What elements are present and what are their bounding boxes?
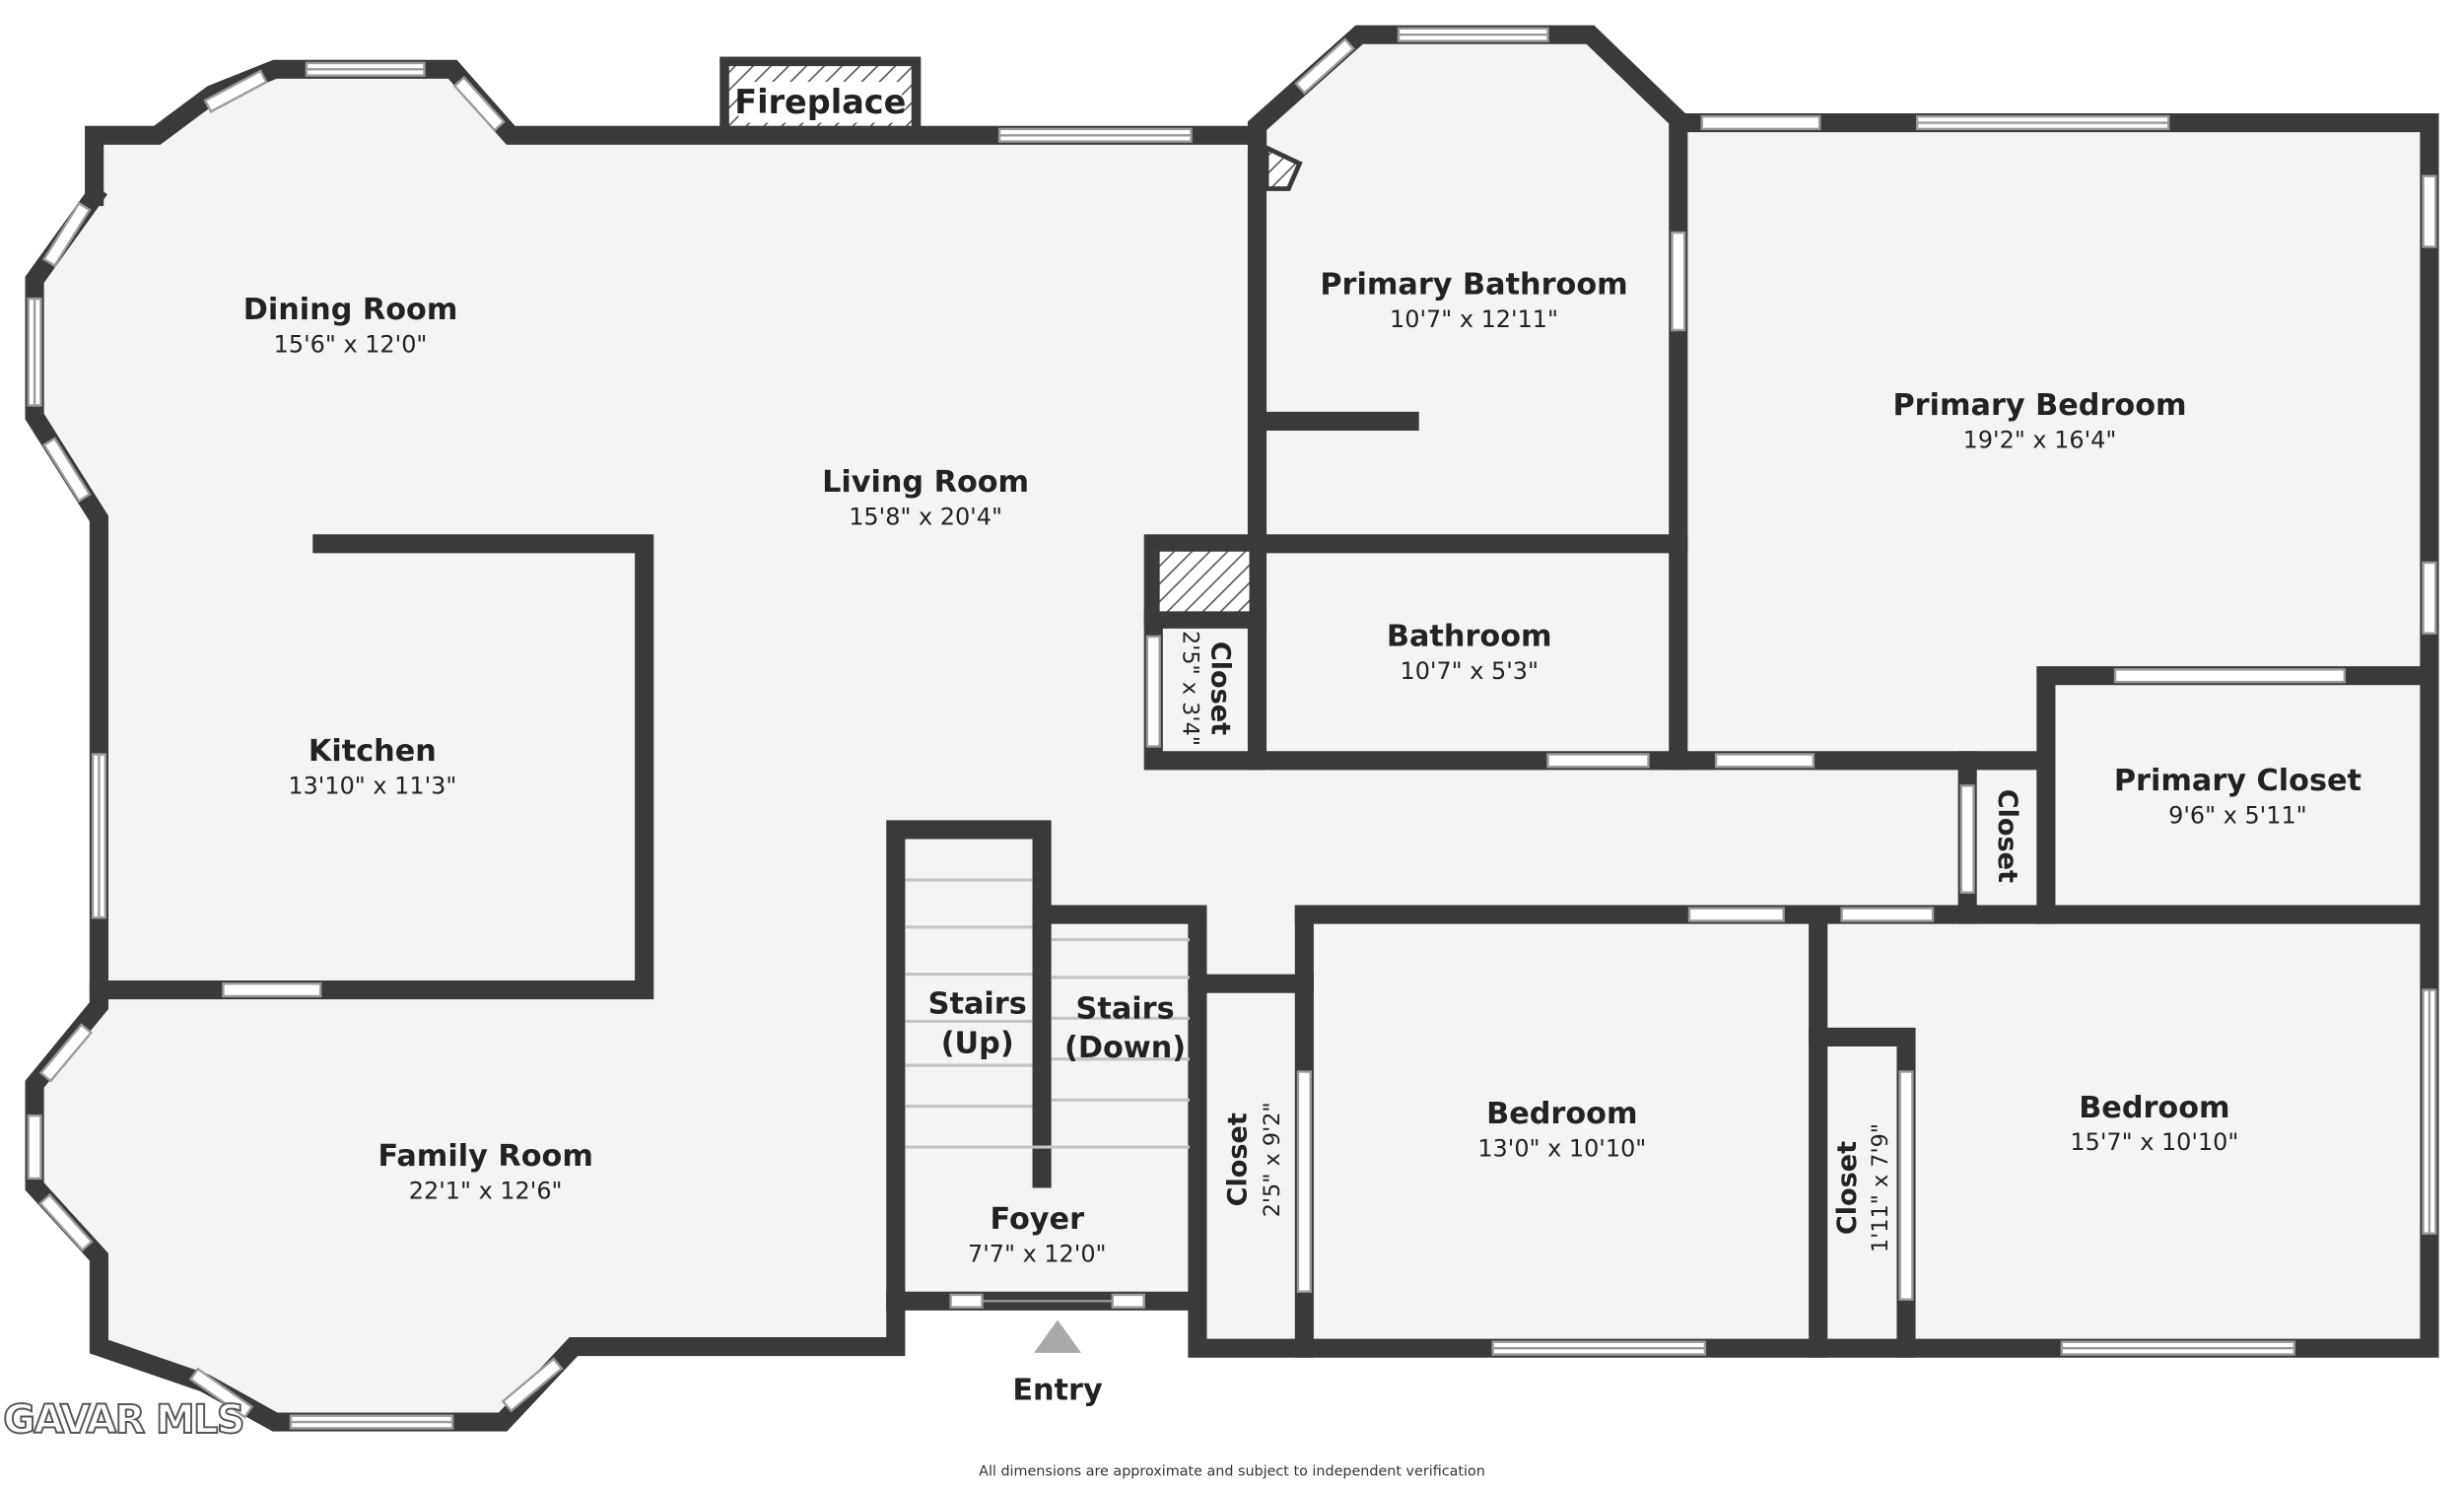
- stairs-up-line1: Stairs: [928, 987, 1027, 1022]
- bedroom-mid-name: Bedroom: [1486, 1097, 1637, 1131]
- primary-bathroom-dim: 10'7" x 12'11": [1390, 305, 1558, 333]
- stairs-treads: [905, 878, 1190, 1149]
- bathroom-dim: 10'7" x 5'3": [1400, 657, 1539, 685]
- windows: [27, 27, 2437, 1430]
- family-room-dim: 22'1" x 12'6": [409, 1178, 563, 1205]
- primary-bedroom-name: Primary Bedroom: [1892, 388, 2186, 423]
- closet-hall-name: Closet: [1992, 789, 2022, 883]
- entry-arrow-icon: [1034, 1319, 1081, 1353]
- closet-small-name: Closet: [1204, 641, 1235, 735]
- living-room-name: Living Room: [822, 465, 1029, 500]
- dining-room-name: Dining Room: [243, 293, 458, 327]
- bedroom-right-dim: 15'7" x 10'10": [2070, 1128, 2238, 1156]
- foyer-dim: 7'7" x 12'0": [968, 1240, 1107, 1267]
- living-room-dim: 15'8" x 20'4": [849, 504, 1002, 531]
- stairs-up-line2: (Up): [941, 1026, 1014, 1060]
- kitchen-name: Kitchen: [308, 734, 437, 769]
- kitchen-dim: 13'10" x 11'3": [288, 772, 456, 799]
- closet-bed-name: Closet: [1832, 1141, 1863, 1235]
- entry-label: Entry: [1012, 1374, 1103, 1408]
- primary-closet-name: Primary Closet: [2114, 764, 2361, 798]
- closet-bed-dim: 1'11" x 7'9": [1868, 1123, 1893, 1252]
- bedroom-mid-dim: 13'0" x 10'10": [1477, 1135, 1646, 1163]
- floor-area: [34, 34, 2430, 1423]
- stairs-down-line1: Stairs: [1076, 991, 1175, 1026]
- dining-room-dim: 15'6" x 12'0": [274, 330, 428, 358]
- room-labels: Dining Room 15'6" x 12'0" Living Room 15…: [243, 267, 2361, 1267]
- primary-bedroom-dim: 19'2" x 16'4": [1963, 427, 2117, 454]
- bathroom-name: Bathroom: [1387, 619, 1552, 653]
- primary-closet-dim: 9'6" x 5'11": [2168, 802, 2307, 830]
- disclaimer-text: All dimensions are approximate and subje…: [979, 1463, 1485, 1479]
- closet-front-dim: 2'5" x 9'2": [1260, 1102, 1285, 1217]
- family-room-name: Family Room: [377, 1139, 592, 1174]
- closet-front-name: Closet: [1222, 1113, 1253, 1206]
- stairs-down-line2: (Down): [1064, 1031, 1186, 1065]
- closet-small-dim: 2'5" x 3'4": [1178, 631, 1203, 746]
- watermark-text: GAVAR MLS: [3, 1397, 243, 1443]
- bedroom-right-name: Bedroom: [2079, 1091, 2229, 1125]
- fireplace-label: Fireplace: [734, 83, 906, 121]
- primary-bathroom-name: Primary Bathroom: [1320, 267, 1627, 302]
- foyer-name: Foyer: [991, 1202, 1085, 1237]
- fireplace-label-bg: [738, 82, 903, 123]
